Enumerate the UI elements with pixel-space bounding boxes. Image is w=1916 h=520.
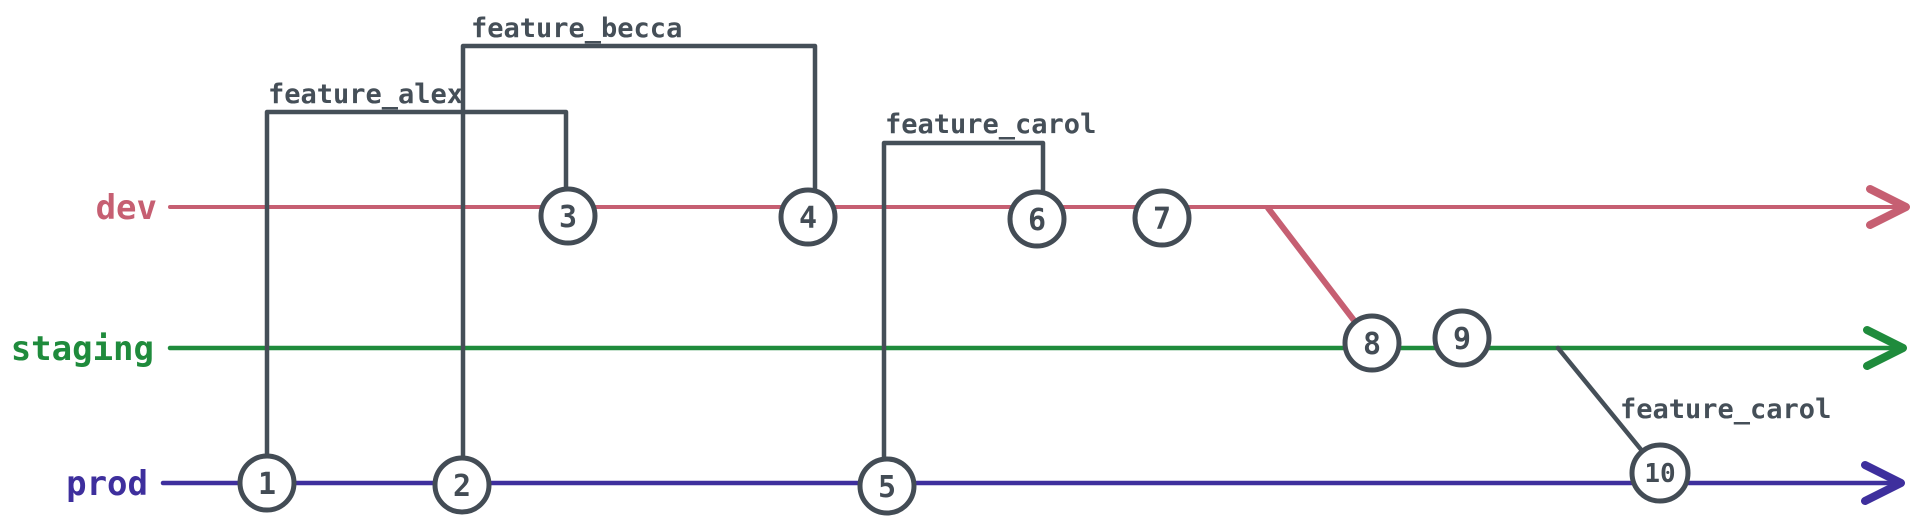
commit-circle: [1132, 188, 1192, 248]
commit-circle: [1432, 308, 1492, 368]
dev-arrow-icon: [1866, 185, 1910, 229]
commit-number: 8: [1363, 327, 1381, 362]
commit-circle: [1007, 189, 1067, 249]
commit-node-4: 4: [778, 187, 838, 247]
commit-circle: [538, 186, 598, 246]
commit-number: 4: [799, 201, 817, 236]
feature-becca-connector: [460, 43, 818, 462]
commit-circle: [857, 456, 917, 516]
dev-branch-label: dev: [96, 188, 157, 228]
commit-number: 1: [258, 467, 276, 502]
staging-arrow-icon: [1863, 326, 1907, 370]
commit-node-3: 3: [538, 186, 598, 246]
commit-node-2: 2: [432, 455, 492, 515]
commit-number: 10: [1644, 459, 1675, 489]
commit-circle: [778, 187, 838, 247]
merge-staging-to-prod-line: [1555, 345, 1646, 455]
commit-number: 9: [1453, 322, 1471, 357]
commit-number: 2: [453, 469, 471, 504]
commit-node-6: 6: [1007, 189, 1067, 249]
commit-number: 3: [559, 200, 577, 235]
feature-carol-connector: [881, 140, 1046, 463]
feature-becca-label: feature_becca: [471, 13, 682, 44]
commit-node-9: 9: [1432, 308, 1492, 368]
commit-number: 5: [878, 470, 896, 505]
feature-alex-label: feature_alex: [268, 79, 463, 110]
commit-node-10: 10: [1629, 442, 1691, 504]
merge-dev-to-staging-line: [1265, 205, 1359, 326]
commit-circle: [1342, 313, 1402, 373]
commit-number: 7: [1153, 202, 1171, 237]
commit-circle: [237, 453, 297, 513]
commit-node-1: 1: [237, 453, 297, 513]
commit-circle: [432, 455, 492, 515]
commit-circle: [1629, 442, 1691, 504]
prod-arrow-icon: [1861, 461, 1905, 505]
prod-branch-label: prod: [66, 464, 148, 504]
staging-branch-label: staging: [11, 329, 154, 369]
commit-node-5: 5: [857, 456, 917, 516]
feature-alex-connector: [264, 109, 569, 460]
feature-carol-label: feature_carol: [885, 109, 1096, 140]
commit-node-7: 7: [1132, 188, 1192, 248]
feature-carol-merge-label: feature_carol: [1620, 394, 1831, 425]
commit-node-8: 8: [1342, 313, 1402, 373]
commit-number: 6: [1028, 203, 1046, 238]
